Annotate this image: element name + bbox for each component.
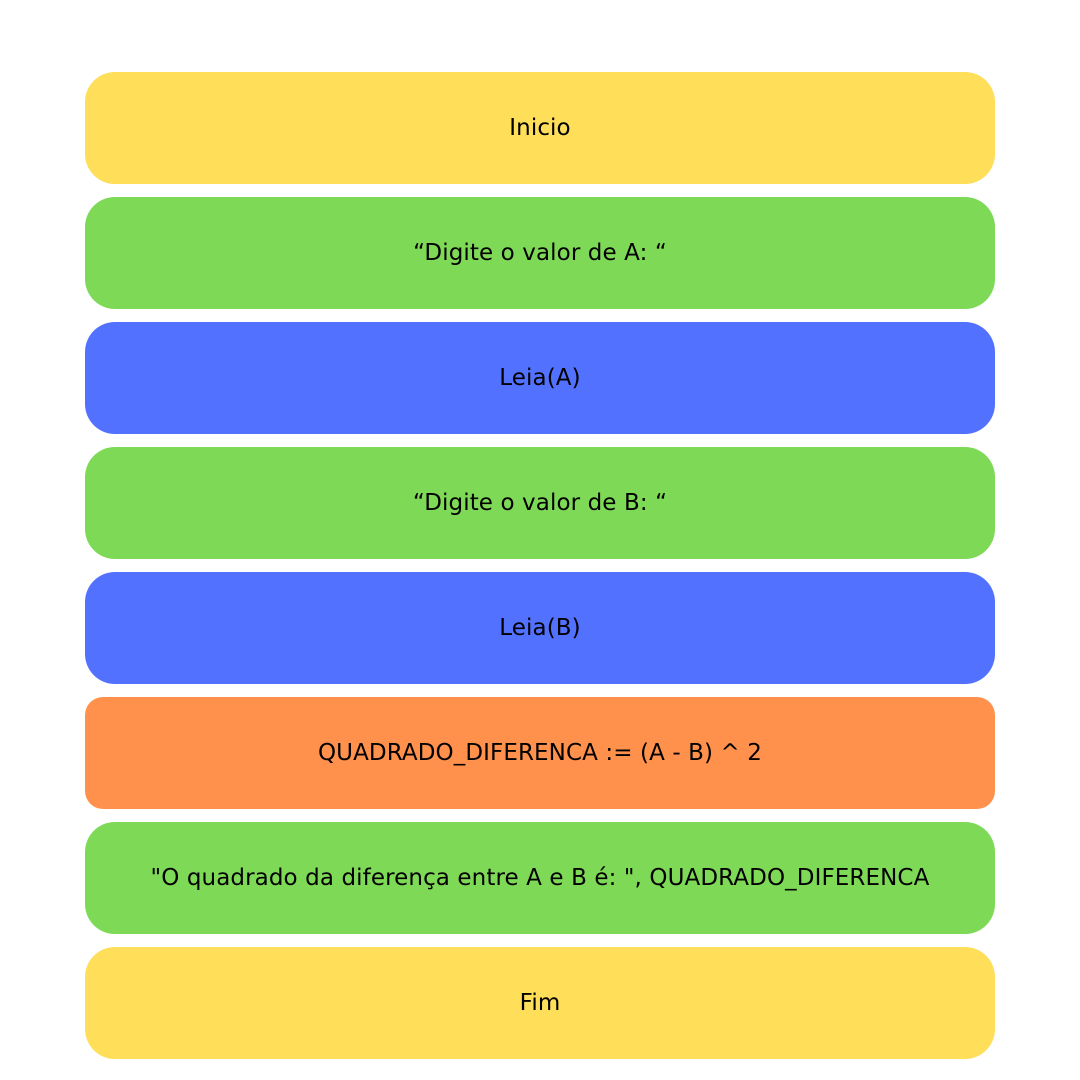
- compute-block: QUADRADO_DIFERENCA := (A - B) ^ 2: [85, 697, 995, 809]
- prompt-a-label: “Digite o valor de A: “: [413, 240, 667, 266]
- prompt-b-block: “Digite o valor de B: “: [85, 447, 995, 559]
- result-output-label: "O quadrado da diferença entre A e B é: …: [150, 865, 930, 891]
- read-a-block: Leia(A): [85, 322, 995, 434]
- start-label: Inicio: [509, 115, 571, 141]
- start-block: Inicio: [85, 72, 995, 184]
- result-output-block: "O quadrado da diferença entre A e B é: …: [85, 822, 995, 934]
- read-a-label: Leia(A): [499, 365, 581, 391]
- prompt-a-block: “Digite o valor de A: “: [85, 197, 995, 309]
- flowchart: Inicio “Digite o valor de A: “ Leia(A) “…: [85, 72, 995, 1059]
- prompt-b-label: “Digite o valor de B: “: [412, 490, 668, 516]
- read-b-block: Leia(B): [85, 572, 995, 684]
- end-block: Fim: [85, 947, 995, 1059]
- end-label: Fim: [519, 990, 561, 1016]
- read-b-label: Leia(B): [499, 615, 581, 641]
- compute-label: QUADRADO_DIFERENCA := (A - B) ^ 2: [317, 740, 763, 766]
